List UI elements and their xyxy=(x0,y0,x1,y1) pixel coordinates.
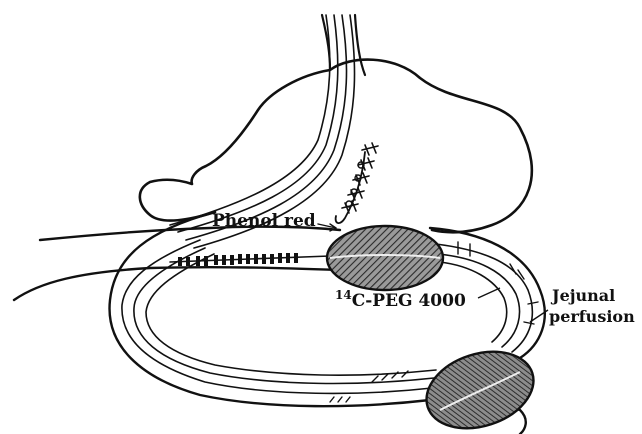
esophagus-outer-right xyxy=(355,15,365,75)
jejunal-label-line2: perfusion xyxy=(549,307,635,326)
peg-text: C-PEG 4000 xyxy=(352,291,466,311)
jejunal-sutures xyxy=(458,242,538,324)
peg-label: 14C-PEG 4000 xyxy=(335,288,466,311)
phenol-red-label: Phenol red xyxy=(212,211,316,231)
peg-leader xyxy=(478,288,500,298)
tube-graduations xyxy=(178,253,298,266)
perfusion-tube-outer-bottom xyxy=(14,267,340,300)
stomach-inner-line-3 xyxy=(186,15,347,240)
peg-superscript: 14 xyxy=(335,288,352,302)
upper-balloon xyxy=(327,226,443,290)
stomach-inner-line-2 xyxy=(178,15,338,232)
jejunal-label-line1: Jejunal xyxy=(550,286,615,305)
